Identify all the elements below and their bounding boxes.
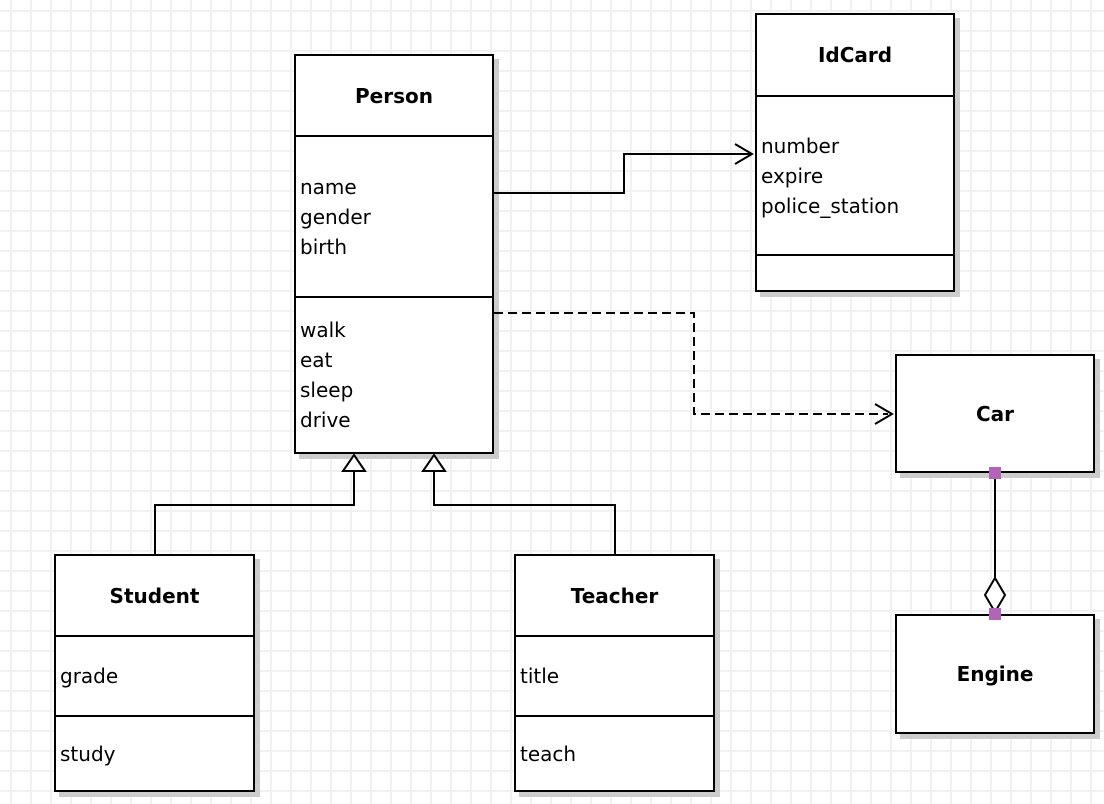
generalization-line[interactable] (433, 471, 616, 554)
generalization-line[interactable] (154, 471, 355, 554)
class-car[interactable]: Car (895, 354, 1095, 473)
method-label: eat (300, 348, 333, 372)
attribute-label: gender (300, 204, 371, 229)
method-label: teach (520, 741, 577, 766)
class-person-methods-section: walk eat sleep drive (296, 296, 492, 452)
attribute-label: number (761, 133, 840, 158)
method-label: sleep (300, 378, 354, 402)
class-person[interactable]: Person name gender birth walk eat sleep … (294, 54, 494, 454)
open-arrowhead-icon (874, 403, 894, 425)
class-engine-title: Engine (897, 616, 1093, 732)
class-student-methods-section: study (56, 715, 253, 790)
attribute-label: name (300, 174, 357, 199)
connection-endpoint-marker[interactable] (989, 467, 1001, 479)
method-label: drive (300, 408, 351, 432)
attribute-label: grade (60, 664, 119, 688)
class-teacher[interactable]: Teacher title teach (514, 554, 715, 792)
dependency-line[interactable] (494, 312, 888, 415)
class-student-attributes-section: grade (56, 635, 253, 715)
class-person-attributes-section: name gender birth (296, 135, 492, 296)
generalization-teacher-person[interactable] (421, 453, 616, 554)
class-car-title: Car (897, 356, 1093, 471)
class-teacher-title: Teacher (516, 556, 713, 635)
attribute-label: title (520, 664, 560, 688)
hollow-triangle-arrowhead-icon (421, 453, 447, 472)
class-name-label: Person (355, 83, 433, 108)
class-name-label: IdCard (817, 43, 893, 67)
hollow-triangle-arrowhead-icon (341, 453, 367, 472)
class-name-label: Student (109, 583, 200, 608)
aggregation-car-engine[interactable] (983, 467, 1007, 620)
association-line[interactable] (494, 153, 750, 194)
attribute-label: expire (761, 163, 824, 188)
class-person-title: Person (296, 56, 492, 135)
class-teacher-methods-section: teach (516, 715, 713, 790)
hollow-diamond-icon (983, 576, 1007, 614)
class-teacher-attributes-section: title (516, 635, 713, 715)
class-student[interactable]: Student grade study (54, 554, 255, 792)
class-idcard-title: IdCard (757, 15, 953, 95)
class-name-label: Teacher (570, 583, 659, 608)
class-student-title: Student (56, 556, 253, 635)
attribute-label: police_station (761, 193, 900, 218)
open-arrowhead-icon (734, 143, 754, 165)
class-name-label: Car (975, 401, 1015, 426)
association-person-idcard[interactable] (494, 143, 754, 194)
method-label: study (60, 741, 116, 766)
class-idcard[interactable]: IdCard number expire police_station (755, 13, 955, 292)
class-engine[interactable]: Engine (895, 614, 1095, 734)
class-idcard-methods-section (757, 254, 953, 290)
generalization-student-person[interactable] (154, 453, 367, 554)
class-idcard-attributes-section: number expire police_station (757, 95, 953, 254)
connection-endpoint-marker[interactable] (989, 608, 1001, 620)
attribute-label: birth (300, 234, 347, 259)
method-label: walk (300, 318, 346, 342)
dependency-person-car[interactable] (494, 312, 894, 425)
class-name-label: Engine (956, 662, 1034, 686)
